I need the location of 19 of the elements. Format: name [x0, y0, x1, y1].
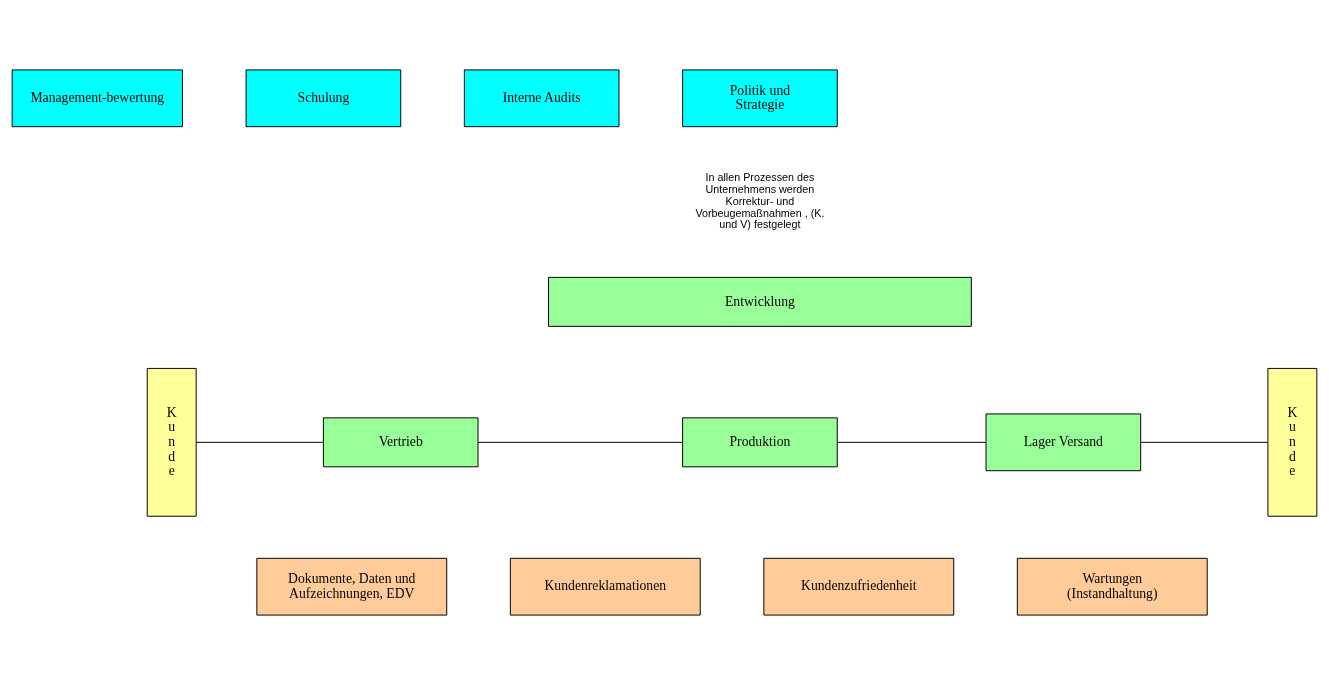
node-box: Management-bewertung: [11, 68, 183, 127]
node-box: Politik und Strategie: [682, 68, 838, 127]
connector: [477, 441, 683, 443]
node-box: Schulung: [245, 68, 402, 127]
node-box: Interne Audits: [463, 68, 620, 127]
node-box: Wartungen (Instandhaltung): [1016, 557, 1208, 616]
connector: [1140, 441, 1269, 443]
node-box: Kundenreklamationen: [509, 557, 701, 616]
node-box: Entwicklung: [548, 276, 972, 327]
node-box: Kunde: [146, 367, 197, 517]
label: In allen Prozessen des Unternehmens werden Korrektur- und Vorbeugemaßnahmen , (K. und V) festgelegt: [695, 170, 825, 230]
node-box: Kunde: [1267, 367, 1318, 517]
node-box: Produktion: [682, 416, 838, 467]
connector: [836, 441, 987, 443]
node-box: Kundenzufriedenheit: [763, 557, 955, 616]
node-box: Vertrieb: [322, 416, 479, 467]
node-box: Lager Versand: [985, 412, 1142, 471]
node-box: Dokumente, Daten und Aufzeichnungen, EDV: [256, 557, 448, 616]
connector: [195, 441, 324, 443]
